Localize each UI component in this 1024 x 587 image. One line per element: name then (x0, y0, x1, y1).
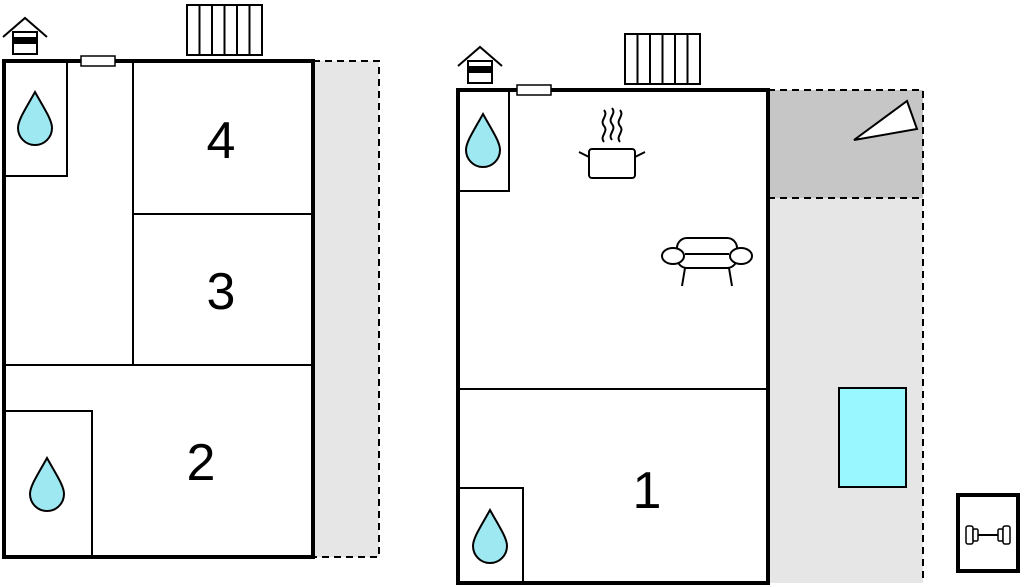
bathroom-right-bottom (457, 487, 524, 584)
room-number-1: 1 (633, 462, 662, 520)
window-icon (80, 55, 116, 67)
bathroom-left-top (3, 60, 68, 177)
terrace-right-border (768, 89, 924, 583)
room-number-2: 2 (187, 434, 216, 492)
bathroom-left-bottom (3, 410, 93, 558)
right-building-outline (456, 88, 770, 585)
water-drop-icon (465, 113, 501, 168)
bathroom-right-top (457, 89, 510, 192)
room-number-3: 3 (207, 263, 236, 321)
radiator-icon (186, 4, 263, 56)
house-icon (457, 45, 503, 84)
left-building: 4 3 2 (2, 4, 380, 559)
pool-icon (838, 387, 907, 488)
radiator-icon (624, 33, 701, 85)
water-drop-icon (17, 91, 53, 146)
sofa-icon (661, 237, 753, 287)
window-icon (516, 84, 552, 96)
tent-icon (853, 99, 919, 141)
terrace-left (313, 61, 379, 557)
terrace-left-border (313, 60, 380, 558)
water-drop-icon (29, 457, 65, 512)
right-building: 1 (456, 33, 924, 585)
house-icon (2, 16, 48, 55)
water-drop-icon (472, 509, 508, 564)
room-number-4: 4 (207, 112, 236, 170)
left-building-outline (2, 59, 315, 559)
fitness-area (956, 493, 1020, 573)
cooking-pot-icon (578, 107, 646, 179)
dumbbell-icon (965, 525, 1011, 545)
